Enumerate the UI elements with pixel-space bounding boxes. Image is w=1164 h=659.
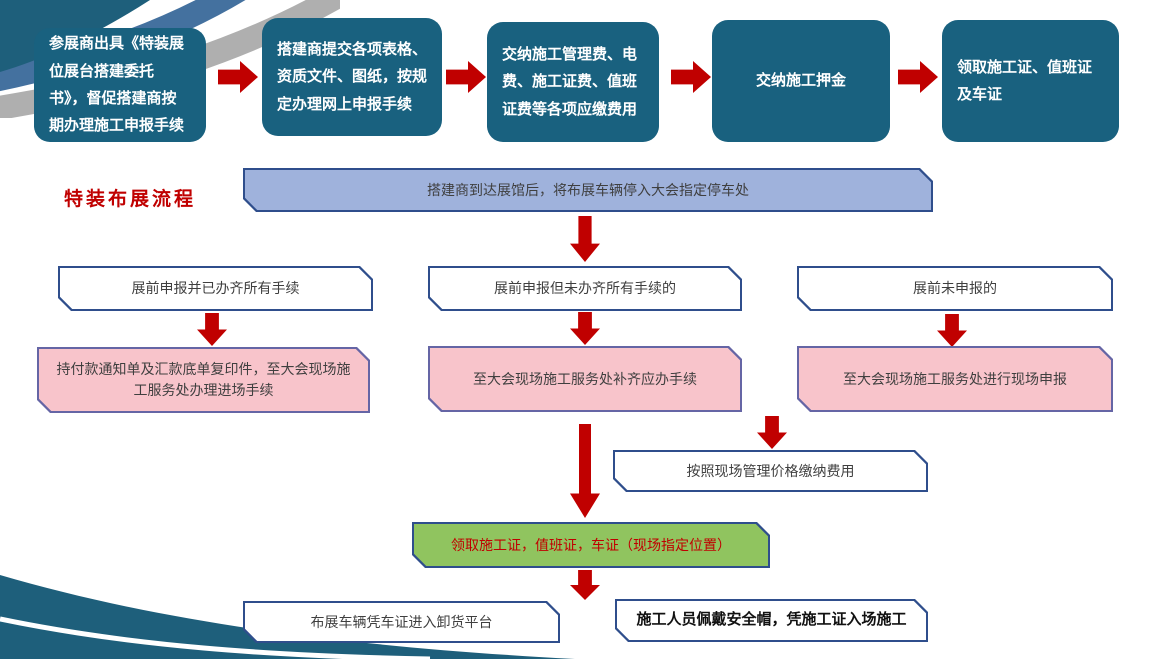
arrow-down-icon: [757, 416, 787, 449]
action-label: 至大会现场施工服务处进行现场申报: [843, 370, 1067, 387]
step-box-collect-permits: 领取施工证、值班证及车证: [942, 20, 1119, 142]
arrow-down-icon: [570, 424, 600, 518]
branch-action-not-declared: 至大会现场施工服务处进行现场申报: [797, 346, 1113, 412]
worker-entry-box: 施工人员佩戴安全帽，凭施工证入场施工: [615, 599, 928, 642]
step-label: 搭建商提交各项表格、资质文件、图纸，按规定办理网上申报手续: [277, 41, 428, 113]
vehicle-entry-label: 布展车辆凭车证进入卸货平台: [310, 613, 493, 630]
condition-label: 展前未申报的: [913, 280, 997, 296]
page-title: 特装布展流程: [64, 189, 197, 210]
condition-label: 展前申报并已办齐所有手续: [131, 280, 300, 296]
step-box-pay-deposit: 交纳施工押金: [712, 20, 890, 142]
step-label: 领取施工证、值班证及车证: [957, 58, 1093, 103]
onsite-payment-box: 按照现场管理价格缴纳费用: [613, 450, 928, 492]
action-label: 持付款通知单及汇款底单复印件，至大会现场施工服务处办理进场手续: [56, 361, 351, 398]
step-box-pay-fees: 交纳施工管理费、电费、施工证费、值班证费等各项应缴费用: [487, 22, 659, 142]
collect-passes-box: 领取施工证，值班证，车证（现场指定位置）: [412, 522, 770, 568]
branch-condition-not-declared: 展前未申报的: [797, 266, 1113, 311]
banner-label: 搭建商到达展馆后，将布展车辆停入大会指定停车处: [427, 181, 749, 198]
arrow-down-icon: [570, 216, 600, 262]
step-label: 交纳施工管理费、电费、施工证费、值班证费等各项应缴费用: [502, 46, 638, 118]
arrow-right-icon: [446, 61, 486, 93]
step-box-commission-letter: 参展商出具《特装展位展台搭建委托书》，督促搭建商按期办理施工申报手续: [34, 28, 206, 142]
step-label: 交纳施工押金: [755, 72, 846, 90]
vehicle-entry-box: 布展车辆凭车证进入卸货平台: [243, 601, 560, 643]
step-label: 参展商出具《特装展位展台搭建委托书》，督促搭建商按期办理施工申报手续: [49, 35, 185, 135]
arrow-down-icon: [937, 314, 967, 347]
step-box-submit-forms: 搭建商提交各项表格、资质文件、图纸，按规定办理网上申报手续: [262, 18, 442, 136]
arrow-down-icon: [197, 313, 227, 346]
arrow-down-icon: [570, 312, 600, 345]
arrow-down-icon: [570, 570, 600, 600]
branch-action-incomplete: 至大会现场施工服务处补齐应办手续: [428, 346, 742, 412]
condition-label: 展前申报但未办齐所有手续的: [494, 280, 676, 296]
branch-action-completed: 持付款通知单及汇款底单复印件，至大会现场施工服务处办理进场手续: [37, 347, 370, 413]
branch-condition-incomplete: 展前申报但未办齐所有手续的: [428, 266, 742, 311]
branch-condition-completed: 展前申报并已办齐所有手续: [58, 266, 373, 311]
worker-entry-label: 施工人员佩戴安全帽，凭施工证入场施工: [636, 611, 907, 629]
arrow-right-icon: [898, 61, 938, 93]
arrow-right-icon: [218, 61, 258, 93]
arrow-right-icon: [671, 61, 711, 93]
onsite-payment-label: 按照现场管理价格缴纳费用: [686, 462, 855, 479]
arrival-banner: 搭建商到达展馆后，将布展车辆停入大会指定停车处: [243, 168, 933, 212]
action-label: 至大会现场施工服务处补齐应办手续: [473, 370, 697, 387]
collect-passes-label: 领取施工证，值班证，车证（现场指定位置）: [451, 536, 731, 553]
